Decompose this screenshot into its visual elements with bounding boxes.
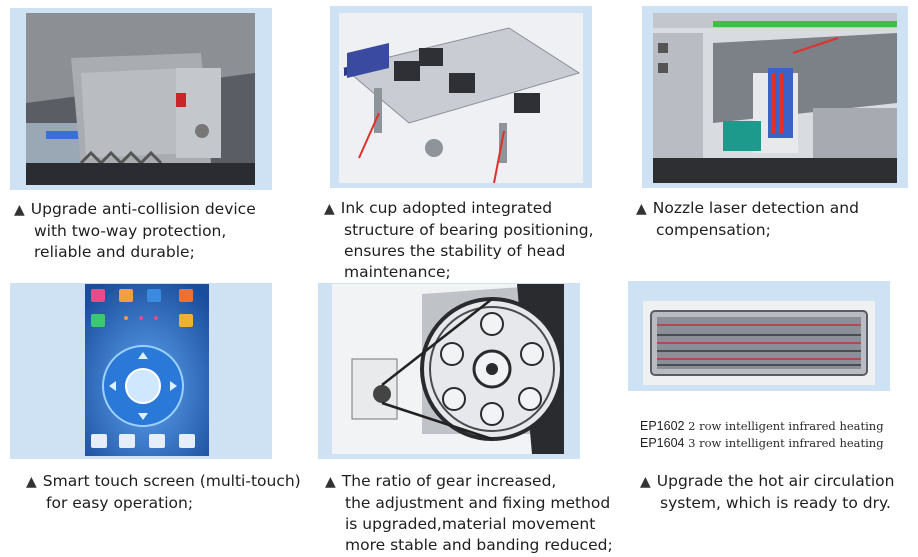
caption-touch-screen: ▲Smart touch screen (multi-touch) for ea… bbox=[26, 472, 301, 512]
card-ink-cup bbox=[330, 6, 592, 188]
card-anti-collision bbox=[10, 8, 272, 190]
caption-anti-collision: ▲Upgrade anti-collision device with two-… bbox=[14, 200, 256, 261]
nozzle-laser-photo bbox=[653, 13, 897, 183]
heating-spec-1: EP1602 2 row intelligent infrared heatin… bbox=[640, 419, 884, 433]
bullet-triangle-icon: ▲ bbox=[325, 474, 336, 490]
card-gear-ratio bbox=[318, 283, 580, 459]
bullet-triangle-icon: ▲ bbox=[324, 201, 335, 217]
caption-ink-cup: ▲Ink cup adopted integrated structure of… bbox=[324, 199, 594, 281]
heater-photo bbox=[643, 301, 875, 385]
caption-heating: ▲Upgrade the hot air circulation system,… bbox=[640, 472, 895, 512]
caption-nozzle-laser: ▲Nozzle laser detection and compensation… bbox=[636, 199, 859, 239]
anti-collision-photo bbox=[26, 13, 255, 185]
card-nozzle-laser bbox=[642, 6, 908, 188]
gear-ratio-photo bbox=[332, 284, 564, 454]
bullet-triangle-icon: ▲ bbox=[26, 474, 37, 490]
heating-spec-2: EP1604 3 row intelligent infrared heatin… bbox=[640, 436, 884, 450]
bullet-triangle-icon: ▲ bbox=[636, 201, 647, 217]
card-touch-screen bbox=[10, 283, 272, 459]
touch-screen-photo bbox=[85, 284, 209, 456]
ink-cup-photo bbox=[339, 13, 583, 183]
caption-gear-ratio: ▲The ratio of gear increased, the adjust… bbox=[325, 472, 613, 554]
bullet-triangle-icon: ▲ bbox=[14, 202, 25, 218]
bullet-triangle-icon: ▲ bbox=[640, 474, 651, 490]
card-heating bbox=[628, 281, 890, 391]
